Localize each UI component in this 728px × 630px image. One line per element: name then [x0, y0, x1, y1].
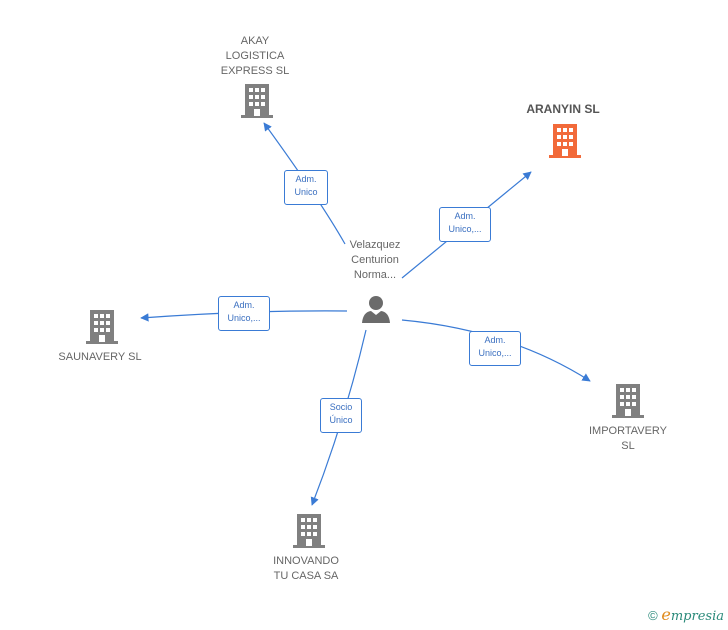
footer-brand: © empresia — [648, 605, 724, 624]
edge-label-akay[interactable]: Adm. Unico — [284, 170, 328, 205]
person-icon[interactable] — [361, 294, 391, 324]
center-person-label[interactable]: Velazquez Centurion Norma... — [349, 239, 401, 281]
building-highlight-icon[interactable] — [549, 124, 581, 158]
node-label-aranyin[interactable]: ARANYIN SL — [526, 102, 600, 116]
node-label-saunavery[interactable]: SAUNAVERY SL — [58, 351, 142, 363]
building-icon[interactable] — [293, 514, 325, 548]
building-icon[interactable] — [612, 384, 644, 418]
node-label-importavery[interactable]: IMPORTAVERY SL — [588, 425, 668, 452]
edge-label-aranyin[interactable]: Adm. Unico,... — [439, 207, 491, 242]
node-label-innovando[interactable]: INNOVANDO TU CASA SA — [273, 555, 339, 582]
node-label-akay[interactable]: AKAY LOGISTICA EXPRESS SL — [220, 35, 290, 77]
brand-name: mpresia — [670, 609, 724, 624]
copyright-icon: © — [648, 608, 658, 623]
edge-label-saunavery[interactable]: Adm. Unico,... — [218, 296, 270, 331]
edge-label-importavery[interactable]: Adm. Unico,... — [469, 331, 521, 366]
edge-label-innovando[interactable]: Socio Único — [320, 398, 362, 433]
building-icon[interactable] — [241, 84, 273, 118]
building-icon[interactable] — [86, 310, 118, 344]
brand-e-logo: e — [661, 605, 671, 624]
